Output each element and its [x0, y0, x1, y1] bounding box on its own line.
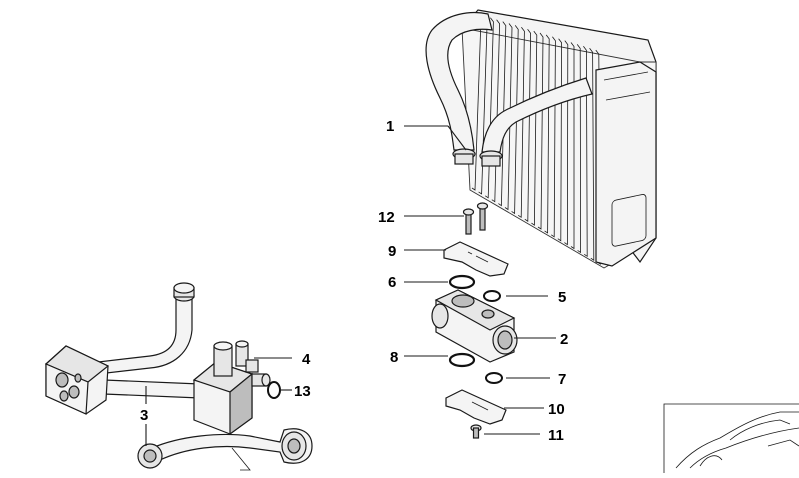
callout-10: 10	[548, 401, 565, 418]
bolts[interactable]	[462, 202, 489, 235]
o-ring-8[interactable]	[448, 352, 476, 368]
vehicle-thumbnail	[663, 403, 799, 473]
callout-9: 9	[388, 243, 396, 260]
evaporator-fin	[544, 34, 550, 234]
evaporator-fin	[564, 40, 569, 246]
callout-13: 13	[294, 383, 311, 400]
evaporator[interactable]	[425, 9, 657, 269]
evaporator-fin	[491, 19, 501, 203]
evaporator-fin	[524, 28, 532, 222]
o-ring-7[interactable]	[485, 372, 503, 384]
callout-3: 3	[140, 407, 148, 424]
flange-plate-upper[interactable]	[443, 241, 509, 277]
callout-6: 6	[388, 274, 396, 291]
evaporator-fin	[583, 46, 588, 258]
evaporator-fin	[531, 30, 538, 226]
callout-11: 11	[548, 427, 564, 444]
expansion-valve[interactable]	[431, 289, 518, 363]
car-silhouette-icon	[675, 411, 799, 469]
o-ring-13[interactable]	[267, 381, 281, 399]
o-ring-5[interactable]	[483, 290, 501, 302]
leader-lines	[145, 125, 556, 446]
evaporator-fin	[550, 36, 556, 238]
callout-12: 12	[378, 209, 395, 226]
callout-7: 7	[558, 371, 566, 388]
o-ring-6[interactable]	[448, 274, 476, 290]
callout-1: 1	[386, 118, 394, 135]
evaporator-fin	[576, 44, 582, 254]
callout-4: 4	[302, 351, 311, 368]
evaporator-fin	[589, 47, 595, 261]
callout-5: 5	[558, 289, 566, 306]
callout-labels: 1 2 3 4 5 6 7 8 9 10 11 12 13	[140, 118, 568, 444]
callout-2: 2	[560, 331, 568, 348]
evaporator-fin	[537, 32, 544, 230]
flange-plate-lower[interactable]	[445, 389, 507, 425]
pipe-assembly[interactable]	[44, 282, 313, 471]
evaporator-fin	[484, 17, 494, 199]
callout-8: 8	[390, 349, 398, 366]
pressure-switch[interactable]	[192, 340, 271, 436]
screw[interactable]	[470, 424, 482, 439]
evaporator-fin	[517, 27, 525, 219]
evaporator-fin	[557, 38, 563, 242]
evaporator-fin	[570, 42, 575, 250]
